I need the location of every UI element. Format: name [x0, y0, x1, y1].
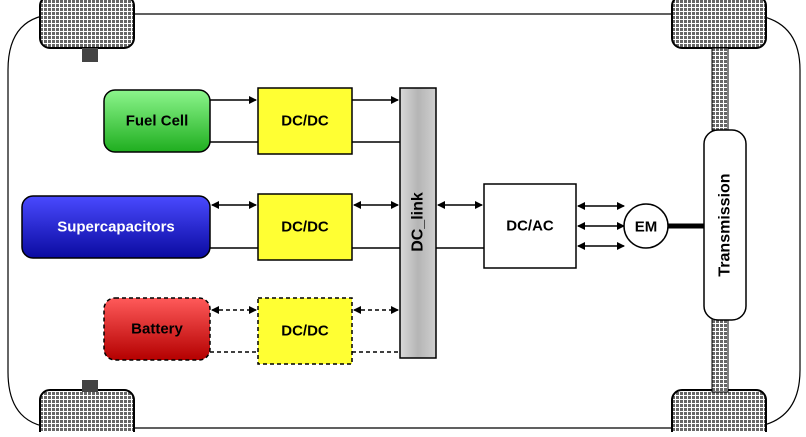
dc-link-label: DC_link [410, 192, 427, 252]
dcdc-supercapacitors-block: DC/DC [257, 193, 353, 261]
dcdc-battery-block: DC/DC [257, 297, 353, 365]
transmission-block: Transmission [703, 129, 747, 321]
wheel-front-right [671, 0, 767, 49]
dcac-label: DC/AC [506, 218, 554, 235]
axle-rear [711, 317, 729, 393]
fuel-cell-label: Fuel Cell [126, 113, 189, 130]
supercapacitors-label: Supercapacitors [57, 219, 175, 236]
transmission-label: Transmission [717, 173, 734, 276]
fuel-cell-block: Fuel Cell [103, 89, 211, 153]
wheel-rear-left [39, 380, 135, 437]
wheel-rear-right [671, 389, 767, 437]
em-label: EM [635, 219, 658, 236]
battery-connections [210, 306, 400, 353]
dcdc-fuel-cell-block: DC/DC [257, 87, 353, 155]
dcdc-supercapacitors-label: DC/DC [281, 219, 329, 236]
inverter-to-motor-connections [577, 202, 625, 250]
supercapacitors-connections [210, 201, 400, 249]
battery-block: Battery [103, 297, 211, 361]
dcac-inverter-block: DC/AC [483, 183, 577, 269]
wheel-front-left [39, 0, 135, 62]
electric-machine: EM [623, 203, 669, 249]
dc-link-bus: DC_link [399, 87, 437, 359]
dc-link-to-inverter-connections [436, 201, 484, 249]
dcdc-fuel-cell-label: DC/DC [281, 113, 329, 130]
dcdc-battery-label: DC/DC [281, 323, 329, 340]
supercapacitors-block: Supercapacitors [21, 195, 211, 259]
axle-front [711, 47, 729, 131]
battery-label: Battery [131, 321, 183, 338]
fuel-cell-connections [210, 96, 400, 143]
